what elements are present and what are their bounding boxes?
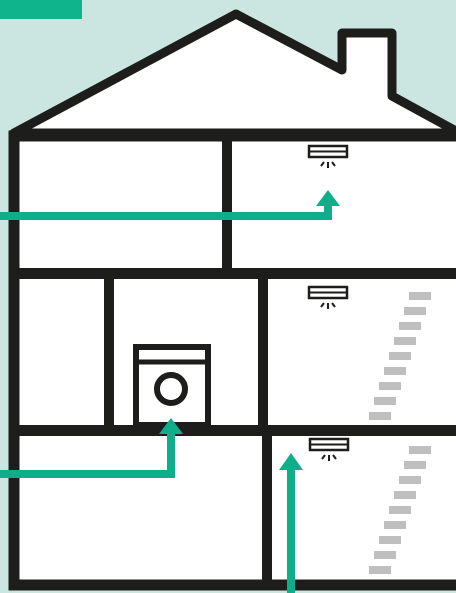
house-body [14,136,456,585]
smoke-alarm-icon [307,285,349,309]
washing-machine-icon [133,344,211,428]
middle-floor-arrow [0,418,183,478]
ground-floor-wall [262,436,272,588]
ground-floor-arrow [279,453,303,593]
smoke-alarm-icon [307,144,349,168]
top-floor-arrow [0,190,340,220]
staircase-ground-floor [369,446,431,574]
top-floor-wall [222,136,232,276]
green-tab-icon [0,0,82,19]
smoke-alarm-icon [308,437,350,461]
top-floor-slab [14,268,456,279]
middle-floor-wall-left [104,279,114,429]
house-outer-wall [8,130,456,591]
middle-floor-slab [14,425,456,436]
staircase-middle-floor [369,292,431,420]
roof-with-chimney [9,9,456,138]
middle-floor-wall-right [258,279,268,429]
